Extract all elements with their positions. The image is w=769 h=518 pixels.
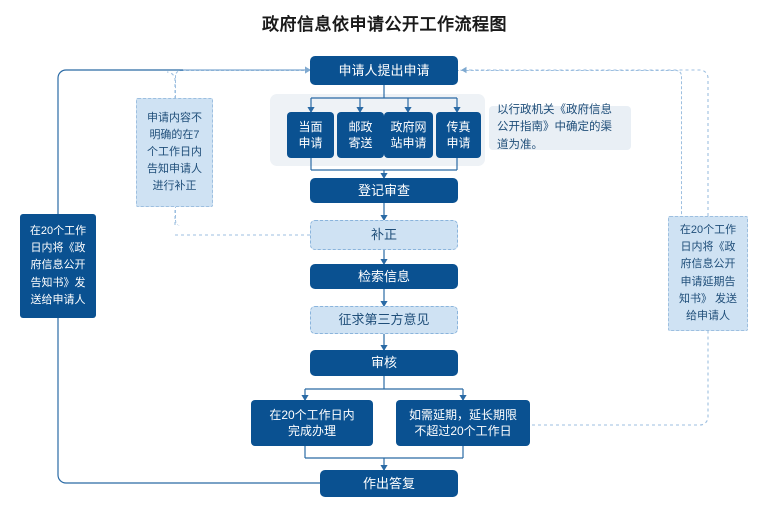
note-left-outcome: 在20个工作日内将《政府信息公开告知书》发送给申请人 bbox=[20, 214, 96, 318]
channel-line-1: 邮政 bbox=[348, 119, 373, 134]
branch-line-2: 完成办理 bbox=[287, 424, 336, 438]
page-title: 政府信息依申请公开工作流程图 bbox=[262, 15, 507, 34]
note-correction-notice: 申请内容不明确的在7个工作日内告知申请人进行补正 bbox=[136, 98, 213, 207]
node-branch-extension[interactable]: 如需延期，延长期限 不超过20个工作日 bbox=[396, 400, 530, 446]
node-third-party-opinion-label: 征求第三方意见 bbox=[338, 312, 430, 328]
node-start-label: 申请人提出申请 bbox=[338, 62, 430, 78]
node-start[interactable]: 申请人提出申请 bbox=[310, 56, 458, 85]
node-correction[interactable]: 补正 bbox=[310, 220, 458, 250]
channel-line-1: 当面 bbox=[298, 119, 323, 134]
channel-line-2: 站申请 bbox=[390, 136, 427, 150]
channel-line-2: 申请 bbox=[298, 136, 323, 150]
node-reply-label: 作出答复 bbox=[362, 475, 415, 491]
node-audit-label: 审核 bbox=[370, 355, 397, 371]
note-channel-source-text: 以行政机关《政府信息公开指南》中确定的渠道为准。 bbox=[497, 104, 612, 151]
node-audit[interactable]: 审核 bbox=[310, 350, 458, 376]
branch-line-1: 如需延期，延长期限 bbox=[408, 407, 517, 422]
node-channel-fax[interactable]: 传真 申请 bbox=[436, 112, 481, 158]
channel-line-1: 传真 bbox=[446, 119, 471, 134]
note-right-outcome-text: 在20个工作日内将《政府信息公开申请延期告知书》 发送给申请人 bbox=[678, 224, 738, 322]
note-right-outcome: 在20个工作日内将《政府信息公开申请延期告知书》 发送给申请人 bbox=[668, 216, 748, 331]
branch-line-2: 不超过20个工作日 bbox=[414, 424, 512, 438]
node-registration-review-label: 登记审查 bbox=[357, 182, 410, 198]
branch-line-1: 在20个工作日内 bbox=[269, 407, 355, 422]
node-channel-in-person[interactable]: 当面 申请 bbox=[287, 112, 334, 158]
node-registration-review[interactable]: 登记审查 bbox=[310, 178, 458, 203]
note-correction-notice-text: 申请内容不明确的在7个工作日内告知申请人进行补正 bbox=[147, 111, 202, 193]
node-branch-complete-20days[interactable]: 在20个工作日内 完成办理 bbox=[251, 400, 373, 446]
node-retrieve-information[interactable]: 检索信息 bbox=[310, 264, 458, 289]
note-left-outcome-text: 在20个工作日内将《政府信息公开告知书》发送给申请人 bbox=[29, 225, 87, 306]
channel-line-2: 寄送 bbox=[348, 136, 373, 150]
node-correction-label: 补正 bbox=[370, 227, 397, 243]
node-reply[interactable]: 作出答复 bbox=[320, 470, 458, 497]
note-channel-source: 以行政机关《政府信息公开指南》中确定的渠道为准。 bbox=[489, 104, 631, 151]
node-third-party-opinion[interactable]: 征求第三方意见 bbox=[310, 306, 458, 334]
node-retrieve-information-label: 检索信息 bbox=[357, 268, 410, 284]
channel-line-1: 政府网 bbox=[390, 119, 427, 134]
node-channel-website[interactable]: 政府网 站申请 bbox=[384, 112, 433, 158]
node-channel-postal[interactable]: 邮政 寄送 bbox=[337, 112, 384, 158]
channel-line-2: 申请 bbox=[446, 136, 471, 150]
